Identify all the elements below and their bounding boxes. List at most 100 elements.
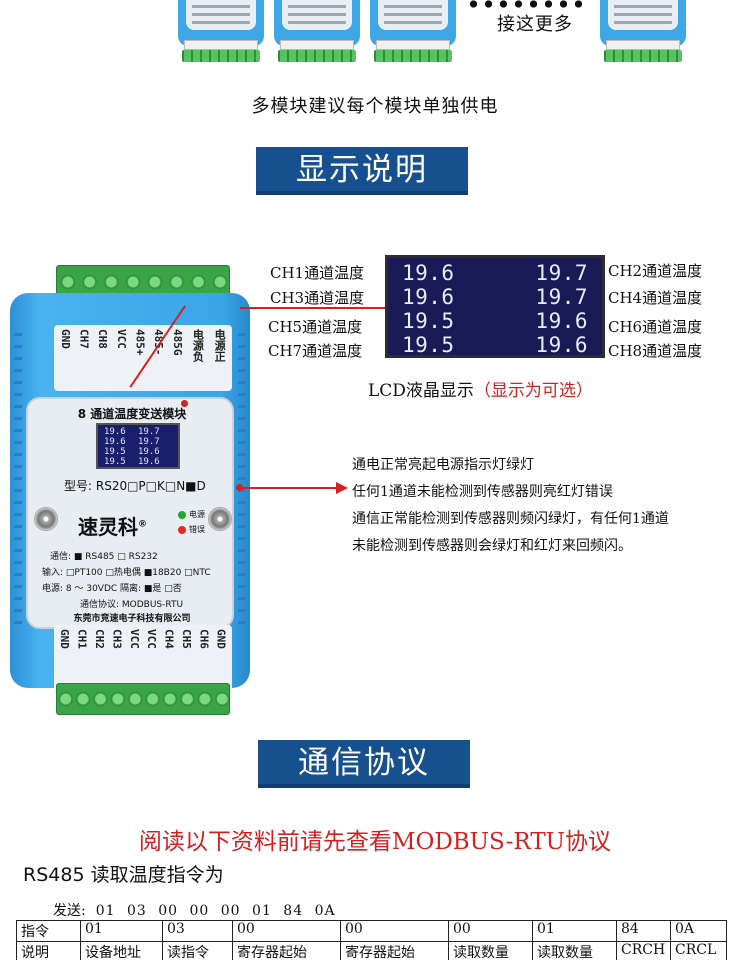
bottom-pin-label: CH5	[179, 629, 193, 649]
spec-power: 电源: 8 ～ 30VDC 隔离: ■是 □否	[42, 584, 182, 594]
lcd-pointer-horizontal	[240, 307, 386, 309]
module-lcd-value: 19.6	[138, 447, 160, 457]
bottom-pin-label: CH4	[162, 629, 176, 649]
bottom-pin-label: CH1	[75, 629, 89, 649]
led-desc-1: 任何1通道未能检测到传感器则亮红灯错误	[352, 484, 613, 500]
led-pointer-dot	[236, 484, 243, 491]
table-cell: 指令	[16, 920, 81, 942]
table-cell: 00	[340, 920, 449, 942]
table-cell: 寄存器起始	[232, 941, 341, 960]
table-cell: 寄存器起始	[340, 941, 449, 960]
ch-label-right-2: CH6通道温度	[608, 318, 703, 336]
module-chain-strip: 接这更多	[0, 0, 750, 70]
bottom-pin-label: GND	[58, 629, 72, 649]
led-desc-0: 通电正常亮起电源指示灯绿灯	[352, 457, 534, 473]
bottom-pin-label: VCC	[127, 629, 141, 649]
top-terminal-block	[56, 265, 230, 297]
spec-input: 输入: □PT100 □热电偶 ■18B20 □NTC	[42, 568, 211, 578]
module-lcd-value: 19.6	[138, 457, 160, 467]
table-cell: 00	[232, 920, 341, 942]
send-command-line: 发送:01 03 00 00 00 01 84 0A	[53, 903, 336, 919]
screw-right-icon	[208, 507, 232, 531]
protocol-subtitle: RS485 读取温度指令为	[23, 864, 224, 886]
mini-module-1	[178, 0, 264, 64]
table-cell: 01	[80, 920, 163, 942]
error-led-icon	[178, 526, 186, 534]
module-lcd-value: 19.7	[138, 437, 160, 447]
table-cell: 读取数量	[532, 941, 617, 960]
led-pointer-line	[240, 487, 338, 489]
lcd-value: 19.5	[402, 333, 455, 357]
bottom-pin-label: VCC	[145, 629, 159, 649]
led-pointer-arrow-icon	[336, 482, 348, 494]
table-cell: 读指令	[162, 941, 233, 960]
ellipsis-dots	[466, 0, 586, 8]
lcd-caption-optional: （显示为可选）	[473, 381, 593, 401]
bottom-pin-label: GND	[214, 629, 228, 649]
lcd-caption: LCD液晶显示（显示为可选）	[368, 381, 593, 401]
ch-label-left-2: CH5通道温度	[268, 318, 363, 336]
ch-label-right-1: CH4通道温度	[608, 289, 703, 307]
table-cell: 00	[448, 920, 533, 942]
mini-module-4	[600, 0, 686, 64]
module-brand: 速灵科®	[78, 515, 147, 539]
top-pin-label: 电源正	[213, 329, 227, 362]
top-pin-label: GND	[58, 329, 72, 349]
lcd-pointer-dot	[181, 400, 188, 407]
top-pin-label: 485G	[170, 329, 184, 356]
bottom-terminal-block	[56, 683, 230, 715]
lcd-value: 19.6	[535, 309, 588, 333]
table-cell: 说明	[16, 941, 81, 960]
spec-protocol: 通信协议: MODBUS-RTU	[80, 600, 184, 610]
led-desc-2: 通信正常能检测到传感器则频闪绿灯，有任何1通道	[352, 511, 669, 527]
table-cell: 01	[532, 920, 617, 942]
module-lcd-value: 19.5	[104, 457, 126, 467]
ch-label-left-0: CH1通道温度	[270, 264, 365, 282]
module-lcd-value: 19.5	[104, 447, 126, 457]
mini-module-2	[274, 0, 360, 64]
module-company: 东莞市竞速电子科技有限公司	[73, 614, 191, 624]
table-cell: 0A	[670, 920, 727, 942]
lcd-value: 19.6	[402, 261, 455, 285]
power-led-label: 电源	[189, 510, 205, 519]
display-section-banner: 显示说明	[256, 147, 468, 195]
ch-label-right-3: CH8通道温度	[608, 342, 703, 360]
error-led-label: 错误	[189, 525, 205, 534]
mini-module-3	[370, 0, 456, 64]
top-pin-label: 485+	[133, 329, 147, 356]
module-lcd-value: 19.6	[104, 427, 126, 437]
led-desc-3: 未能检测到传感器则会绿灯和红灯来回频闪。	[352, 538, 632, 554]
table-cell: 设备地址	[80, 941, 163, 960]
module-title: 8 通道温度变送模块	[77, 407, 187, 421]
bottom-pin-label: CH3	[110, 629, 124, 649]
bottom-pin-label: CH2	[92, 629, 106, 649]
ch-label-left-3: CH7通道温度	[268, 342, 363, 360]
module-lcd-value: 19.6	[104, 437, 126, 447]
top-pin-label: 电源负	[191, 329, 205, 362]
ch-label-right-0: CH2通道温度	[608, 262, 703, 280]
connect-more-text: 接这更多	[497, 14, 573, 35]
module-model: 型号: RS20□P□K□N■D	[64, 479, 206, 493]
module-lcd-value: 19.7	[138, 427, 160, 437]
lcd-value: 19.5	[402, 309, 455, 333]
table-cell: CRCH	[616, 941, 671, 960]
table-cell: CRCL	[670, 941, 727, 960]
lcd-value: 19.6	[535, 333, 588, 357]
top-pin-label: VCC	[114, 329, 128, 349]
lcd-value: 19.7	[535, 285, 588, 309]
lcd-value: 19.6	[402, 285, 455, 309]
top-pin-label: CH7	[77, 329, 91, 349]
top-pin-label: CH8	[96, 329, 110, 349]
spec-comm: 通信: ■ RS485 □ RS232	[50, 552, 158, 562]
protocol-warning: 阅读以下资料前请先查看MODBUS-RTU协议	[138, 829, 612, 855]
ch-label-left-1: CH3通道温度	[270, 289, 365, 307]
table-cell: 84	[616, 920, 671, 942]
